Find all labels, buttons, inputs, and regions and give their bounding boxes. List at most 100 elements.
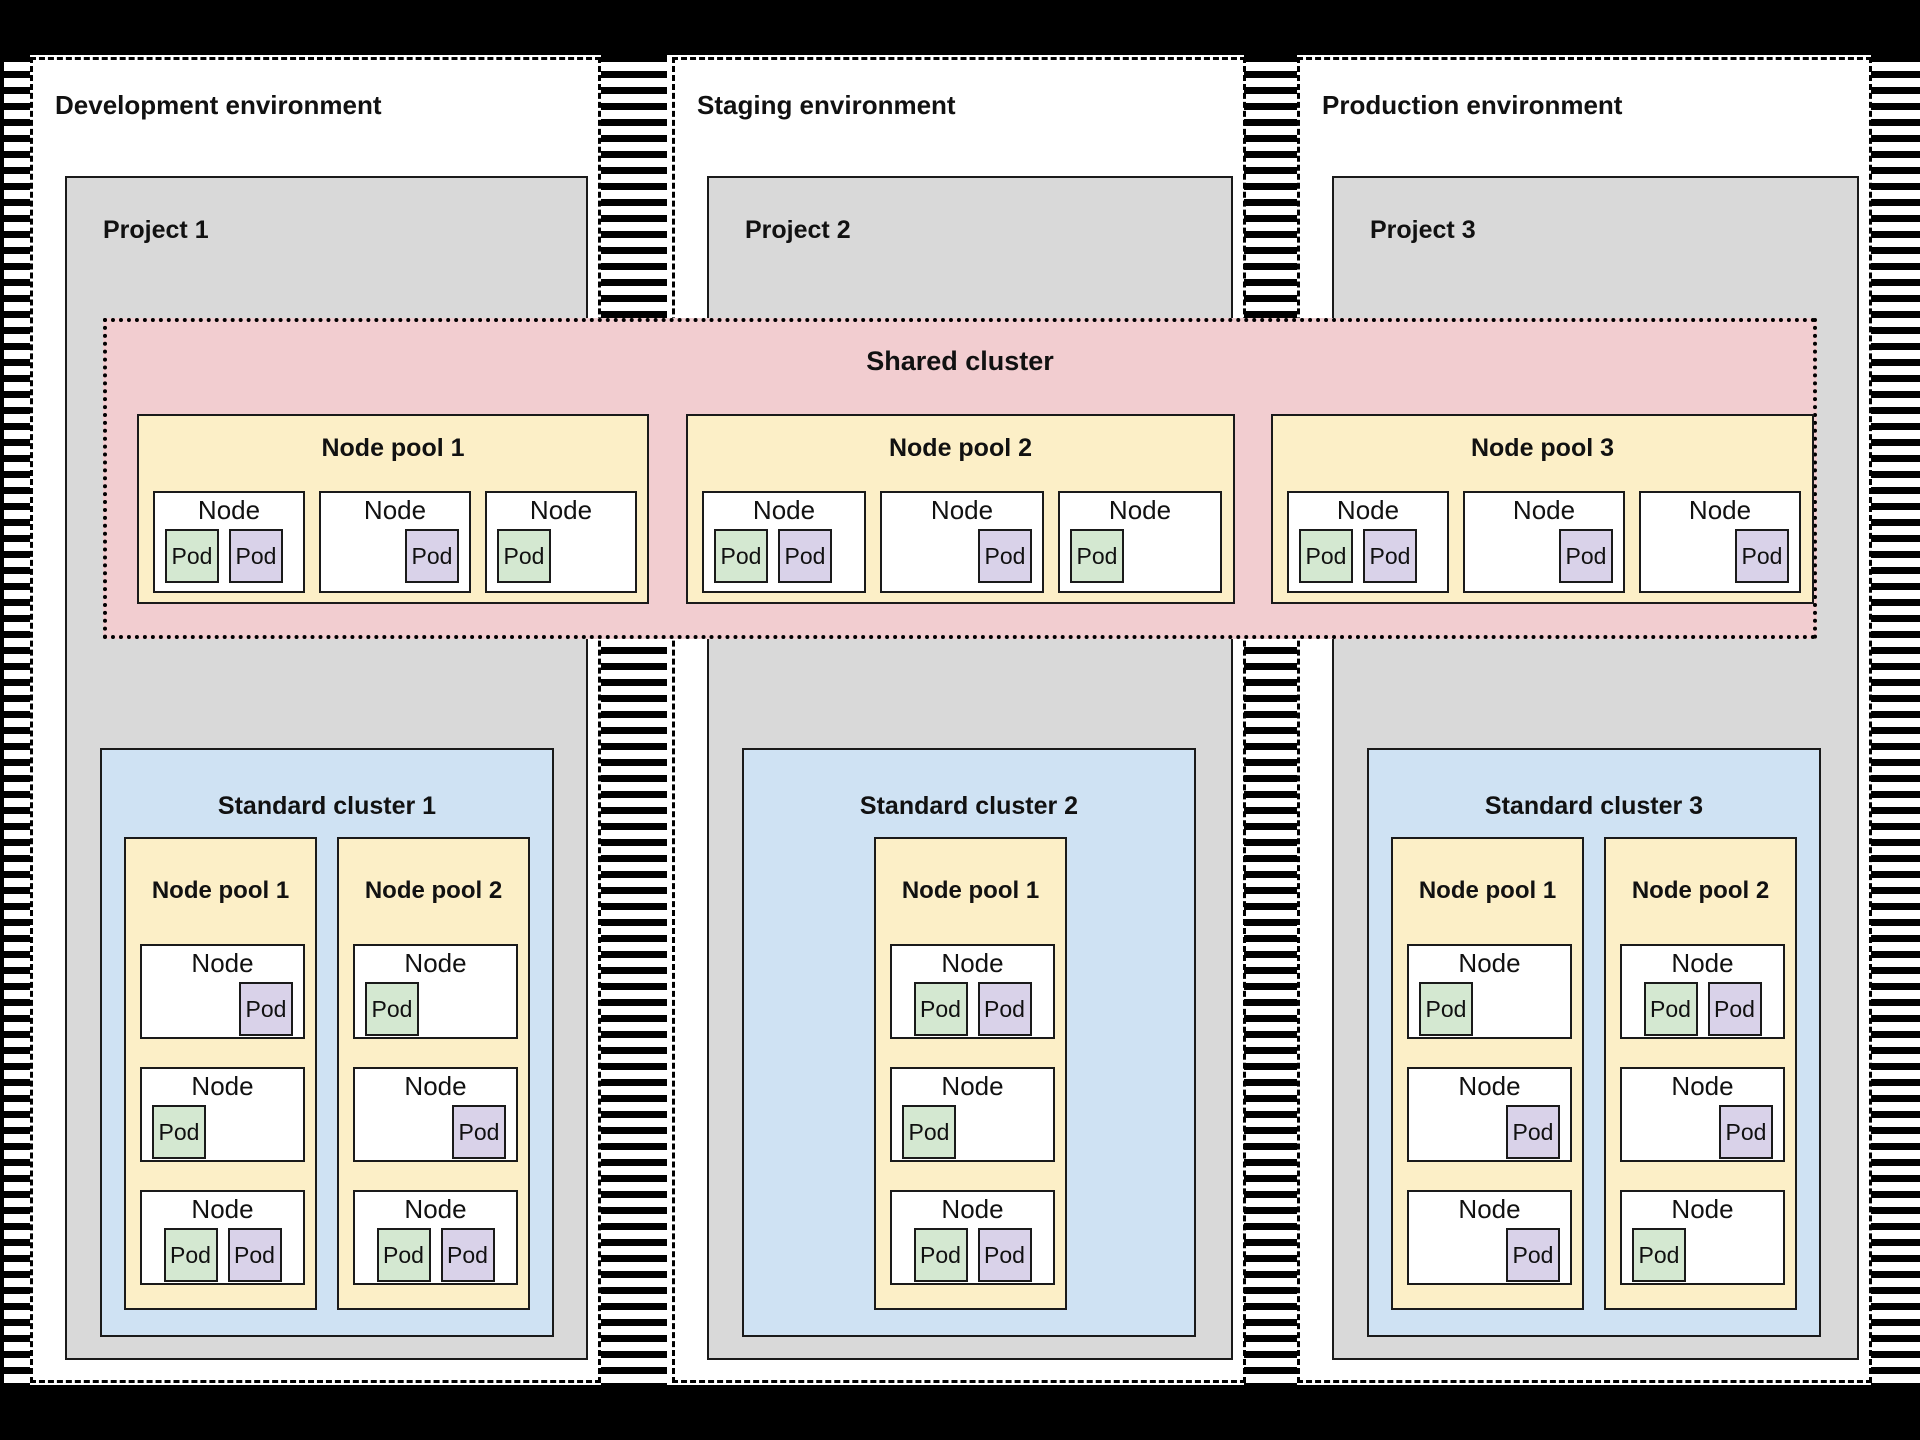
pod-row: Pod [882,529,1042,583]
pod-box-purple: Pod [452,1105,506,1159]
pod-label: Pod [920,1241,961,1268]
node-label: Node [1671,1071,1734,1101]
pod-box-purple: Pod [227,1228,282,1282]
pod-box-purple: Pod [1363,529,1417,583]
hatch-separator-1 [601,55,667,1385]
shared-cluster-title: Shared cluster [866,346,1054,376]
pod-row: Pod [1409,982,1570,1036]
node-label: Node [1458,948,1521,978]
node-label: Node [404,1194,467,1224]
node-pool-title: Node pool 2 [1631,877,1770,904]
pod-label: Pod [170,1241,211,1268]
pod-label: Pod [235,542,277,569]
pod-box-purple: Pod [778,529,832,583]
node-label: Node [941,948,1004,978]
pod-row: Pod [142,982,303,1036]
shared-node-pool-title: Node pool 2 [888,434,1033,462]
node-label: Node [930,495,994,525]
pod-row: Pod [142,1105,303,1159]
pod-box-purple: Pod [978,529,1032,583]
pod-label: Pod [1425,995,1467,1022]
pod-label: Pod [1650,995,1691,1022]
node-pool-title: Node pool 1 [151,877,290,904]
node-label: Node [529,495,593,525]
pod-row: Pod [355,1105,516,1159]
node-label: Node [1512,495,1576,525]
node-label: Node [363,495,427,525]
node-label: Node [1671,1194,1734,1224]
pod-row: Pod [1622,1228,1783,1282]
node-label: Node [1458,1071,1521,1101]
pod-label: Pod [984,1241,1025,1268]
node-label: Node [1336,495,1400,525]
node-label: Node [191,1071,254,1101]
pod-row: Pod Pod [355,1228,516,1282]
project-title: Project 1 [103,216,209,244]
node-label: Node [1108,495,1172,525]
pod-box-green: Pod [497,529,551,583]
pod-row: Pod Pod [142,1228,303,1282]
pod-box-green: Pod [165,529,219,583]
pod-box-green: Pod [1632,1228,1686,1282]
pod-label: Pod [245,995,287,1022]
pod-row: Pod [487,529,635,583]
pod-row: Pod Pod [155,529,303,583]
pod-box-green: Pod [1299,529,1353,583]
pod-box-purple: Pod [440,1228,495,1282]
pod-label: Pod [458,1118,500,1145]
node-label: Node [197,495,261,525]
pod-box-purple: Pod [1719,1105,1773,1159]
environment-title: Production environment [1322,90,1623,120]
standard-cluster-title: Standard cluster 3 [1484,792,1704,820]
pod-box-green: Pod [913,982,968,1036]
shared-node-pool-title: Node pool 1 [321,434,465,462]
pod-label: Pod [383,1241,424,1268]
project-title: Project 2 [745,216,851,244]
node-pool-title: Node pool 1 [1418,877,1557,904]
pod-box-green: Pod [163,1228,218,1282]
hatch-separator-2 [1244,55,1297,1385]
pod-box-purple: Pod [1506,1228,1560,1282]
pod-box-green: Pod [902,1105,956,1159]
pod-box-green: Pod [1070,529,1124,583]
pod-box-purple: Pod [977,1228,1032,1282]
pod-label: Pod [234,1241,275,1268]
pod-row: Pod Pod [892,1228,1053,1282]
pod-label: Pod [908,1118,950,1145]
pod-label: Pod [984,542,1026,569]
pod-box-green: Pod [1643,982,1698,1036]
pod-label: Pod [984,995,1025,1022]
pod-row: Pod [1641,529,1799,583]
node-label: Node [752,495,816,525]
node-label: Node [941,1071,1004,1101]
pod-label: Pod [447,1241,488,1268]
pod-box-purple: Pod [229,529,283,583]
standard-cluster-title: Standard cluster 1 [217,792,437,820]
node-label: Node [1458,1194,1521,1224]
environment-title: Staging environment [697,90,956,120]
